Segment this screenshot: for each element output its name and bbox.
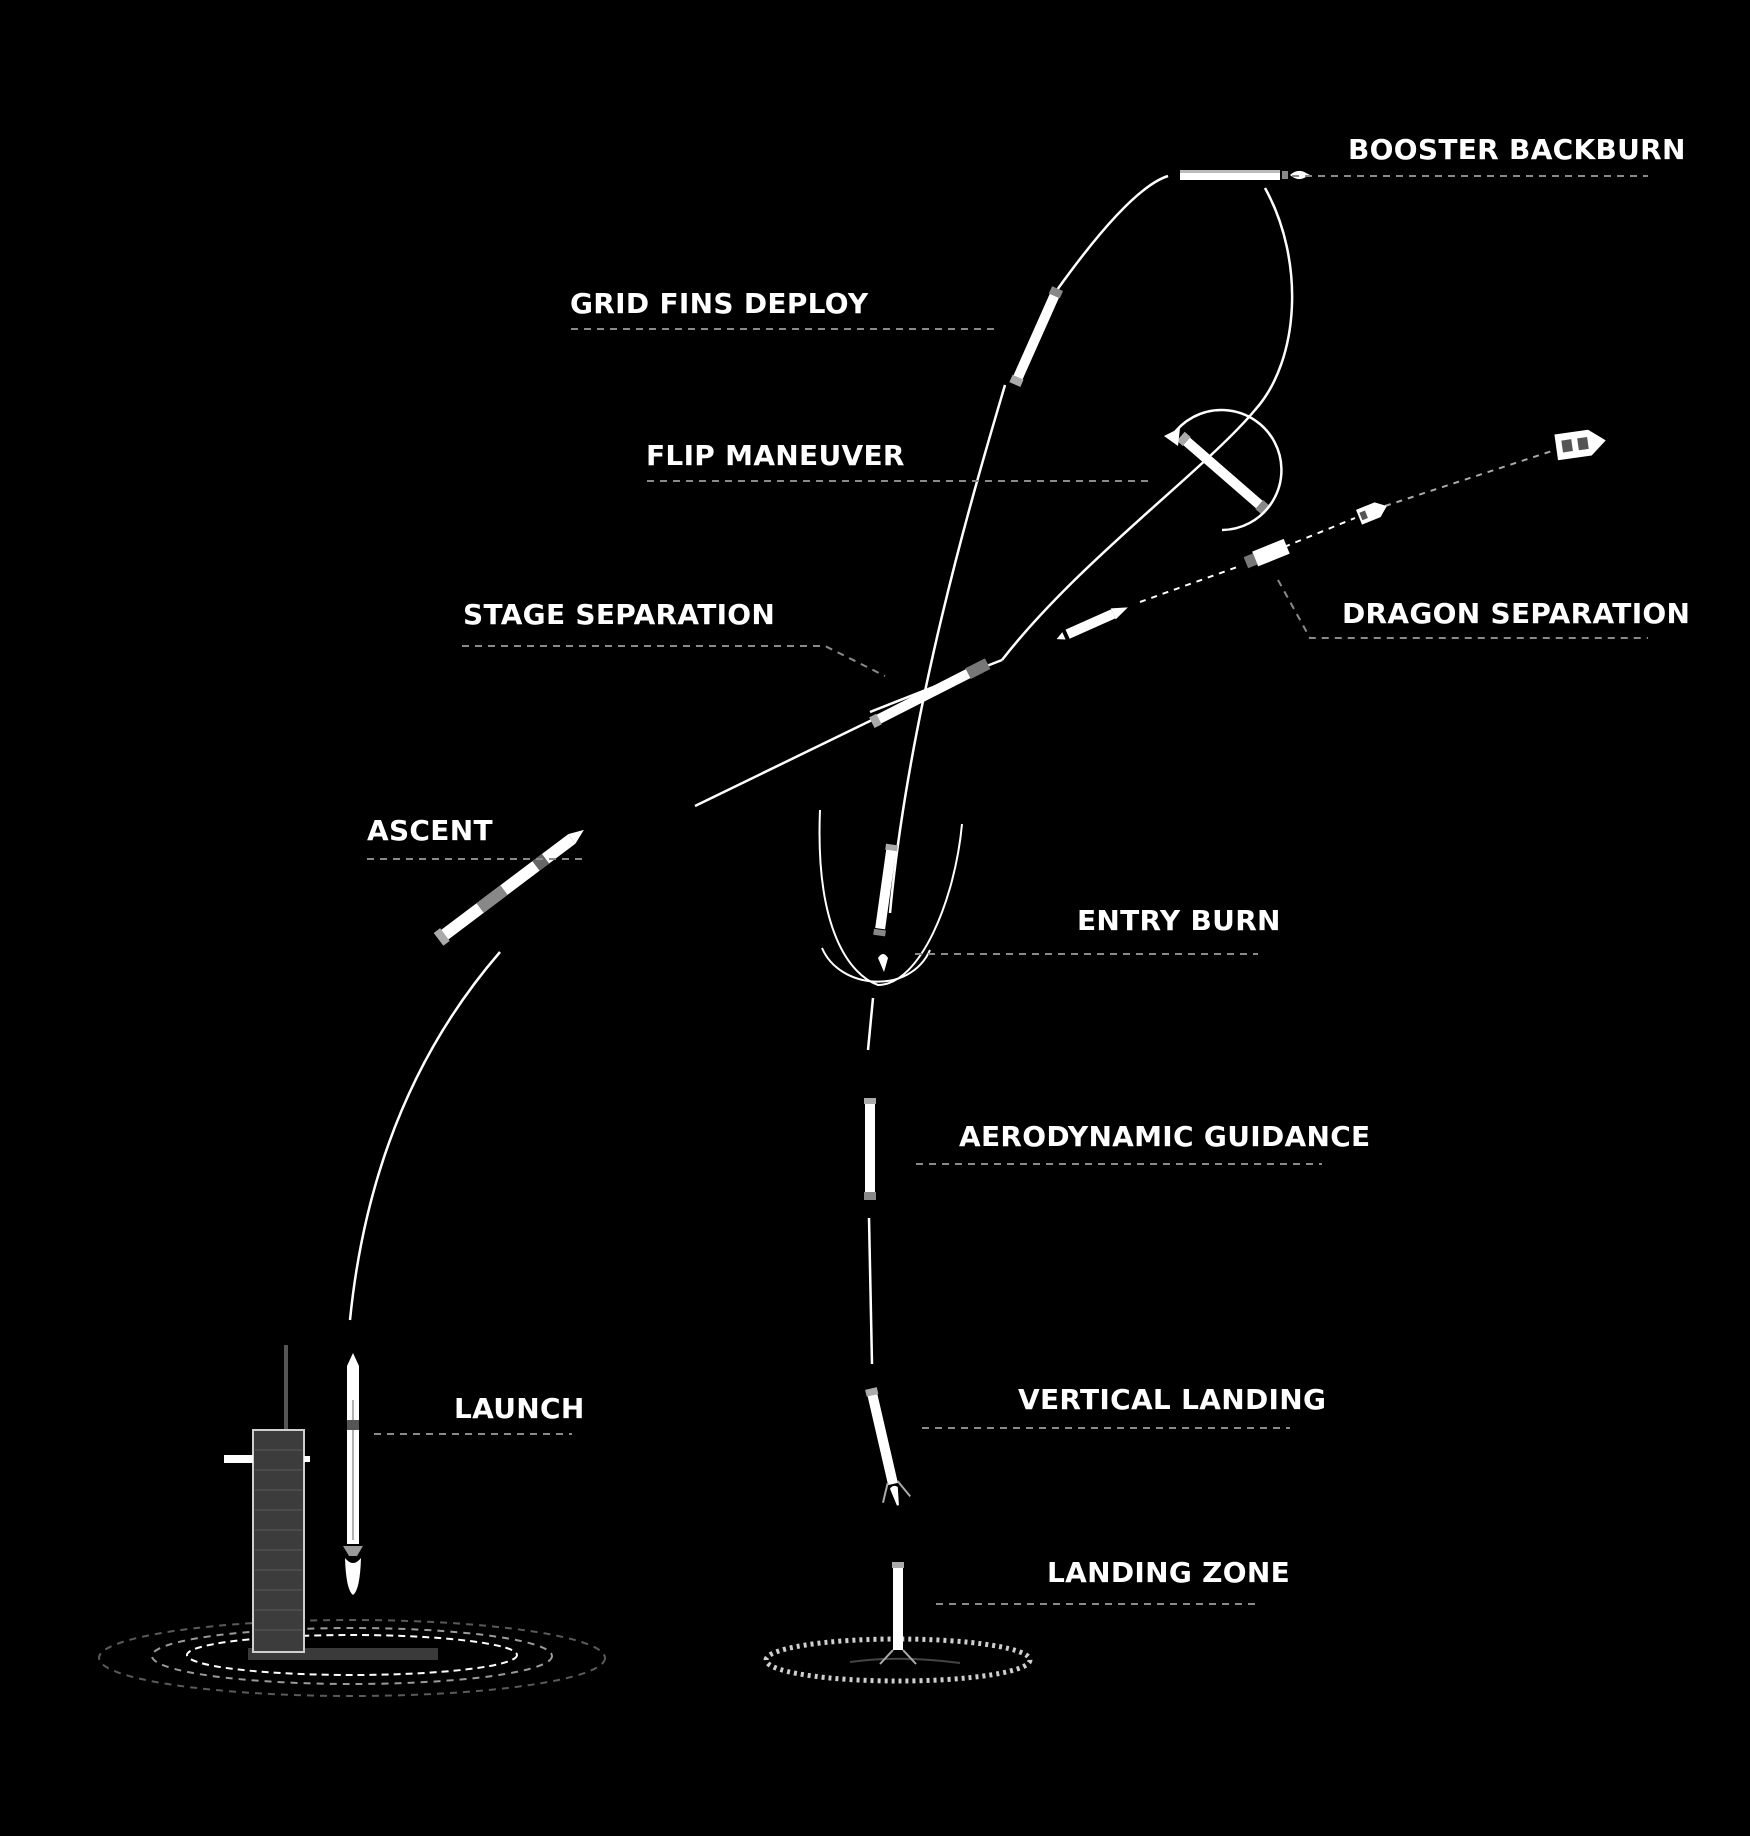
booster-return-trajectory bbox=[1055, 174, 1169, 291]
rocket-icon bbox=[869, 658, 991, 729]
dragon-trajectory bbox=[1384, 449, 1556, 507]
dragon-capsule-icon bbox=[1356, 502, 1387, 525]
label-ascent: ASCENT bbox=[367, 814, 493, 847]
rocket-icon bbox=[864, 1098, 876, 1200]
label-launch: LAUNCH bbox=[454, 1392, 585, 1425]
launch-tower-icon bbox=[224, 1345, 310, 1653]
rocket-icon bbox=[343, 1353, 363, 1595]
booster-return-trajectory bbox=[888, 384, 1007, 914]
label-stage-separation: STAGE SEPARATION bbox=[463, 598, 776, 631]
rocket-icon bbox=[1180, 170, 1310, 180]
label-dragon-separation: DRAGON SEPARATION bbox=[1342, 597, 1691, 630]
label-vertical-landing: VERTICAL LANDING bbox=[1018, 1383, 1327, 1416]
entry-burn-shockwave bbox=[818, 809, 963, 987]
engine-flame bbox=[878, 954, 888, 972]
rocket-icon bbox=[1009, 286, 1064, 387]
descent-trajectory bbox=[866, 997, 875, 1051]
label-booster-backburn: BOOSTER BACKBURN bbox=[1348, 133, 1686, 166]
rocket-icon bbox=[873, 843, 898, 937]
ascent-trajectory bbox=[348, 951, 501, 1321]
launch-pad-icon bbox=[98, 1619, 606, 1697]
ascent-trajectory bbox=[694, 718, 873, 808]
dragon-capsule-icon bbox=[1554, 429, 1606, 461]
landing-pad-icon bbox=[763, 1636, 1033, 1684]
label-landing-zone: LANDING ZONE bbox=[1047, 1556, 1291, 1589]
rocket-icon bbox=[1243, 538, 1290, 569]
dragon-trajectory bbox=[1139, 565, 1241, 603]
rocket-icon bbox=[865, 1387, 912, 1506]
rocket-icon bbox=[1056, 607, 1128, 640]
leader-lines bbox=[367, 175, 1648, 1605]
rocket-icon bbox=[1176, 431, 1270, 515]
booster-return-trajectory bbox=[1001, 187, 1294, 661]
rotation-arrow-icon bbox=[1164, 408, 1283, 532]
label-flip-maneuver: FLIP MANEUVER bbox=[646, 439, 905, 472]
label-grid-fins-deploy: GRID FINS DEPLOY bbox=[570, 287, 869, 320]
descent-trajectory bbox=[867, 1217, 874, 1365]
label-aerodynamic-guidance: AERODYNAMIC GUIDANCE bbox=[959, 1120, 1371, 1153]
rocket-icon bbox=[433, 829, 584, 946]
label-entry-burn: ENTRY BURN bbox=[1077, 904, 1281, 937]
rocket-icon bbox=[879, 1562, 917, 1665]
